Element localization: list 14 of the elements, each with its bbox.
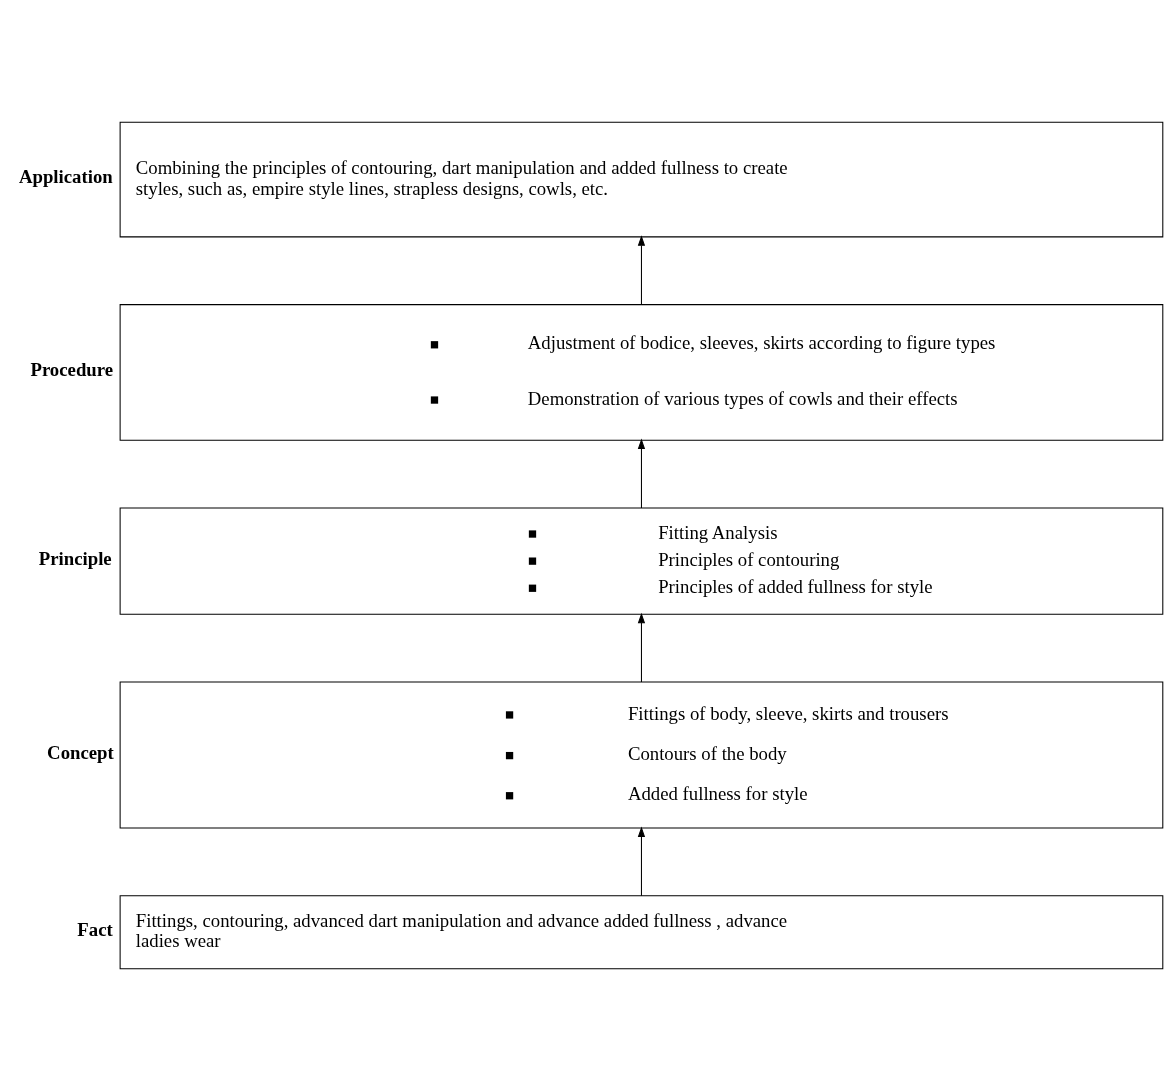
node-box: Fittings, contouring, advanced dart manipulation and advance added fullness , advance ladies wear [119,895,1164,970]
node-box: Fittings of body, sleeve, skirts and trousers Contours of the body Added fullness for style [119,681,1164,829]
node-box: Fitting Analysis Principles of contouring Principles of added fullness for style [119,507,1164,615]
arrow [637,826,646,897]
node-box: Adjustment of bodice, sleeves, skirts according to figure types Demonstration of various types of cowls and their effects [119,304,1164,441]
node-label: Concept [47,741,114,763]
arrow [637,235,646,306]
node-label: Application [18,166,113,188]
node-box: Combining the principles of contouring, dart manipulation and added fullness to create styles, such as, empire style lines, strapless designs, cowls, etc. [119,121,1164,238]
arrow [637,612,646,683]
arrow [637,438,646,509]
node-label: Fact [77,918,113,940]
node-label: Principle [38,547,112,569]
node-label: Procedure [30,358,114,380]
